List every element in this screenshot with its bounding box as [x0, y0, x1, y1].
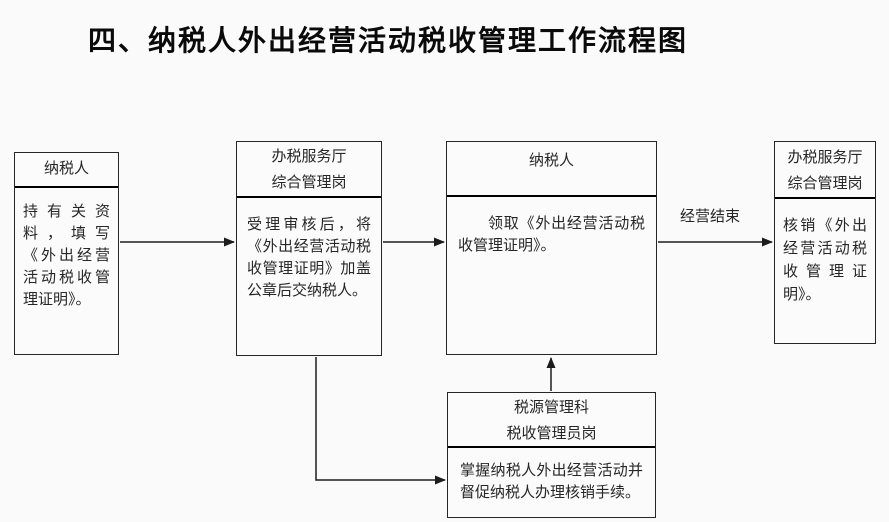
box-header-taxpayer-receive: 纳税人 [447, 142, 656, 197]
box-header-label: 办税服务厅 [271, 149, 347, 165]
box-body-service-hall-cancel: 核销《外出经营活动税收管理证明》。 [783, 218, 867, 303]
flow-box-service-hall-cancel: 办税服务厅 综合管理岗 核销《外出经营活动税收管理证明》。 [774, 141, 876, 344]
box-body-service-hall-issue: 受理审核后，将《外出经营活动税收管理证明》加盖公章后交纳税人。 [247, 217, 371, 299]
box-header-label: 纳税人 [528, 153, 574, 169]
arrow-hall-to-admin [315, 357, 446, 485]
box-header-taxpayer-submit: 纳税人 [15, 153, 118, 188]
flow-box-tax-admin: 税源管理科 税收管理员岗 掌握纳税人外出经营活动并督促纳税人办理核销手续。 [447, 392, 656, 518]
page-title: 四、纳税人外出经营活动税收管理工作流程图 [88, 25, 689, 56]
box-header-service-hall-issue: 办税服务厅 综合管理岗 [237, 142, 381, 198]
box-header-label-2: 税收管理员岗 [506, 426, 597, 442]
box-header-label: 纳税人 [43, 161, 89, 177]
box-body-taxpayer-receive: 领取《外出经营活动税收管理证明》。 [458, 216, 645, 254]
box-body-tax-admin: 掌握纳税人外出经营活动并督促纳税人办理核销手续。 [460, 463, 643, 501]
flow-box-taxpayer-submit: 纳税人 持有关资料，填写《外出经营活动税收管理证明》。 [14, 152, 119, 355]
box-header-tax-admin: 税源管理科 税收管理员岗 [448, 393, 655, 448]
box-header-label-2: 综合管理岗 [787, 176, 863, 192]
box-body-taxpayer-submit: 持有关资料，填写《外出经营活动税收管理证明》。 [23, 204, 110, 308]
flow-box-taxpayer-receive: 纳税人 领取《外出经营活动税收管理证明》。 [446, 141, 657, 355]
box-header-service-hall-cancel: 办税服务厅 综合管理岗 [775, 142, 875, 199]
box-header-label: 办税服务厅 [787, 150, 863, 166]
arrow-label-business-end: 经营结束 [679, 209, 740, 225]
flow-box-service-hall-issue: 办税服务厅 综合管理岗 受理审核后，将《外出经营活动税收管理证明》加盖公章后交纳… [236, 141, 382, 356]
box-header-label-2: 综合管理岗 [271, 175, 347, 191]
box-header-label: 税源管理科 [513, 400, 589, 416]
